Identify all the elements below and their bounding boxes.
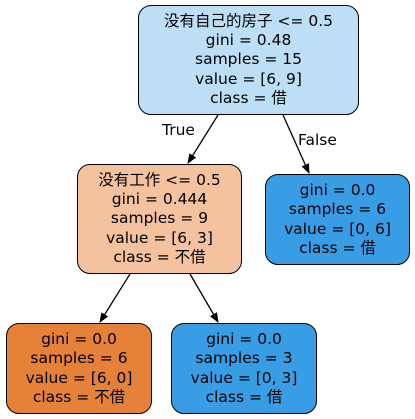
node-gini: gini = 0.444: [111, 190, 208, 209]
node-samples: samples = 15: [195, 50, 302, 69]
node-samples: samples = 6: [288, 200, 387, 219]
edge-label-false: False: [298, 131, 337, 149]
node-samples: samples = 6: [30, 349, 128, 368]
node-class: class = 不借: [32, 387, 126, 406]
node-value: value = [0, 6]: [284, 219, 391, 238]
node-samples: samples = 3: [195, 349, 293, 368]
tree-node-right: gini = 0.0 samples = 6 value = [0, 6] cl…: [265, 174, 410, 265]
node-samples: samples = 9: [110, 209, 209, 228]
tree-node-left-left: gini = 0.0 samples = 6 value = [6, 0] cl…: [6, 323, 152, 414]
edge-label-true: True: [162, 121, 195, 139]
node-value: value = [6, 0]: [25, 368, 133, 387]
node-gini: gini = 0.0: [299, 181, 376, 200]
edge-left-leftright: [189, 273, 219, 323]
node-gini: gini = 0.0: [206, 330, 282, 349]
node-split-condition: 没有自己的房子 <= 0.5: [164, 11, 333, 30]
node-value: value = [6, 3]: [106, 228, 213, 247]
node-class: class = 借: [205, 387, 283, 406]
tree-node-left-right: gini = 0.0 samples = 3 value = [0, 3] cl…: [171, 323, 317, 414]
node-value: value = [6, 9]: [195, 69, 302, 88]
edge-left-leftleft: [99, 273, 131, 323]
node-class: class = 借: [210, 88, 287, 107]
tree-node-root: 没有自己的房子 <= 0.5 gini = 0.48 samples = 15 …: [138, 5, 359, 115]
node-gini: gini = 0.48: [205, 31, 292, 50]
node-value: value = [0, 3]: [190, 368, 298, 387]
edge-root-left: [187, 114, 219, 164]
node-class: class = 借: [299, 238, 376, 257]
node-class: class = 不借: [113, 247, 206, 266]
node-split-condition: 没有工作 <= 0.5: [98, 170, 221, 189]
edge-root-right: [282, 114, 310, 174]
node-gini: gini = 0.0: [41, 330, 117, 349]
tree-node-left: 没有工作 <= 0.5 gini = 0.444 samples = 9 val…: [77, 164, 242, 274]
